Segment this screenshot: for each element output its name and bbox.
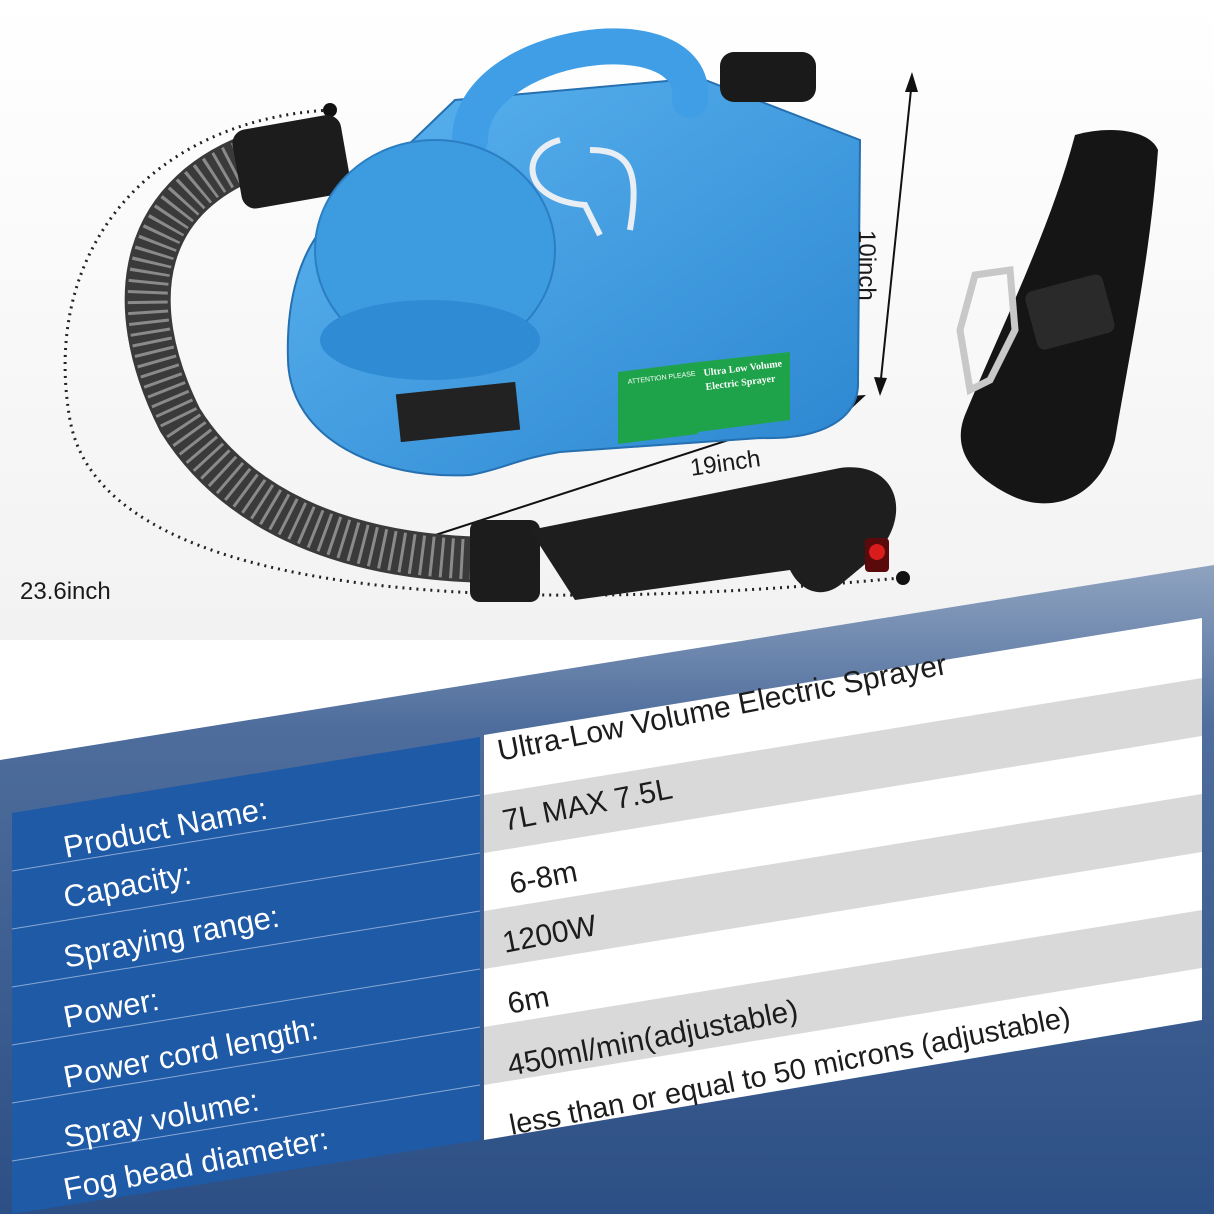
warning-sticker: ATTENTION PLEASE: [618, 362, 698, 444]
shoulder-strap: [956, 130, 1158, 504]
dimension-dot: [323, 103, 337, 117]
spec-title: Ultra-Low Volume Electric Sprayer: [494, 648, 950, 768]
tank-cap: [720, 52, 816, 102]
filter-pad: [395, 381, 521, 443]
spec-label-capacity: Capacity:: [60, 855, 195, 915]
spec-value-power: 1200W: [499, 909, 600, 960]
spec-label-product-name: Product Name:: [60, 790, 271, 865]
spec-value-spraying-range: 6-8m: [506, 855, 581, 901]
spec-value-capacity: 7L MAX 7.5L: [499, 772, 676, 838]
hose: [124, 115, 540, 602]
strap-hook: [956, 266, 1019, 396]
hose-dimension-label: 23.6inch: [20, 578, 111, 605]
product-sticker: Ultra Low Volume Electric Sprayer: [698, 352, 790, 432]
spec-value-power-cord-length: 6m: [504, 980, 552, 1021]
sprayer-illustration: ATTENTION PLEASE Ultra Low Volume Electr…: [0, 0, 1214, 640]
spec-label-power: Power:: [60, 981, 162, 1035]
height-arrow: [874, 72, 918, 396]
hose-dimension-line: [63, 108, 901, 597]
dimension-dot: [896, 571, 910, 585]
height-dimension-label: 10inch: [853, 230, 880, 301]
